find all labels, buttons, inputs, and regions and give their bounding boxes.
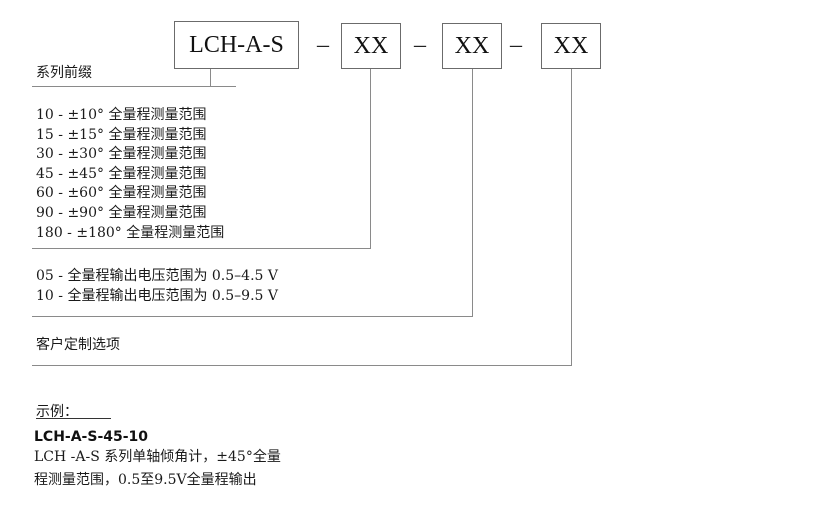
output-code-box: XX [442, 23, 502, 69]
range-option: 60 - ±60° 全量程测量范围 [36, 185, 207, 202]
output-connector-horizontal [32, 316, 473, 317]
custom-connector-horizontal [32, 365, 572, 366]
custom-connector-vertical [571, 69, 572, 366]
custom-option-label: 客户定制选项 [36, 337, 120, 353]
prefix-connector-vertical [210, 69, 211, 87]
separator-dash-1: – [317, 32, 329, 58]
series-prefix-label: 系列前缀 [36, 65, 92, 81]
range-code-text: XX [353, 32, 389, 59]
range-option: 90 - ±90° 全量程测量范围 [36, 204, 207, 221]
example-desc-line2: 程测量范围，0.5至9.5V全量程输出 [34, 472, 257, 488]
separator-dash-2: – [414, 32, 426, 58]
range-option: 45 - ±45° 全量程测量范围 [36, 165, 207, 182]
output-option: 05 - 全量程输出电压范围为 0.5–4.5 V [36, 268, 278, 284]
prefix-connector-horizontal [32, 86, 236, 87]
range-code-box: XX [341, 23, 401, 69]
separator-dash-3: – [510, 32, 522, 58]
model-prefix-box: LCH-A-S [174, 21, 299, 69]
model-prefix-text: LCH-A-S [189, 31, 284, 58]
custom-code-box: XX [541, 23, 601, 69]
output-code-text: XX [454, 32, 490, 59]
example-desc-line1: LCH -A-S 系列单轴倾角计，±45°全量 [34, 449, 281, 465]
output-option: 10 - 全量程输出电压范围为 0.5–9.5 V [36, 287, 278, 304]
range-connector-vertical [370, 69, 371, 249]
range-option: 30 - ±30° 全量程测量范围 [36, 146, 207, 163]
example-title-underline [36, 418, 111, 419]
range-connector-horizontal [32, 248, 371, 249]
range-option: 10 - ±10° 全量程测量范围 [36, 107, 207, 123]
range-option: 180 - ±180° 全量程测量范围 [36, 224, 225, 241]
output-options-list: 05 - 全量程输出电压范围为 0.5–4.5 V 10 - 全量程输出电压范围… [36, 267, 278, 306]
range-option: 15 - ±15° 全量程测量范围 [36, 126, 207, 143]
output-connector-vertical [472, 69, 473, 317]
example-title: 示例： [36, 404, 78, 420]
custom-code-text: XX [553, 32, 589, 59]
range-options-list: 10 - ±10° 全量程测量范围 15 - ±15° 全量程测量范围 30 -… [36, 106, 224, 243]
example-code: LCH-A-S-45-10 [34, 429, 149, 445]
